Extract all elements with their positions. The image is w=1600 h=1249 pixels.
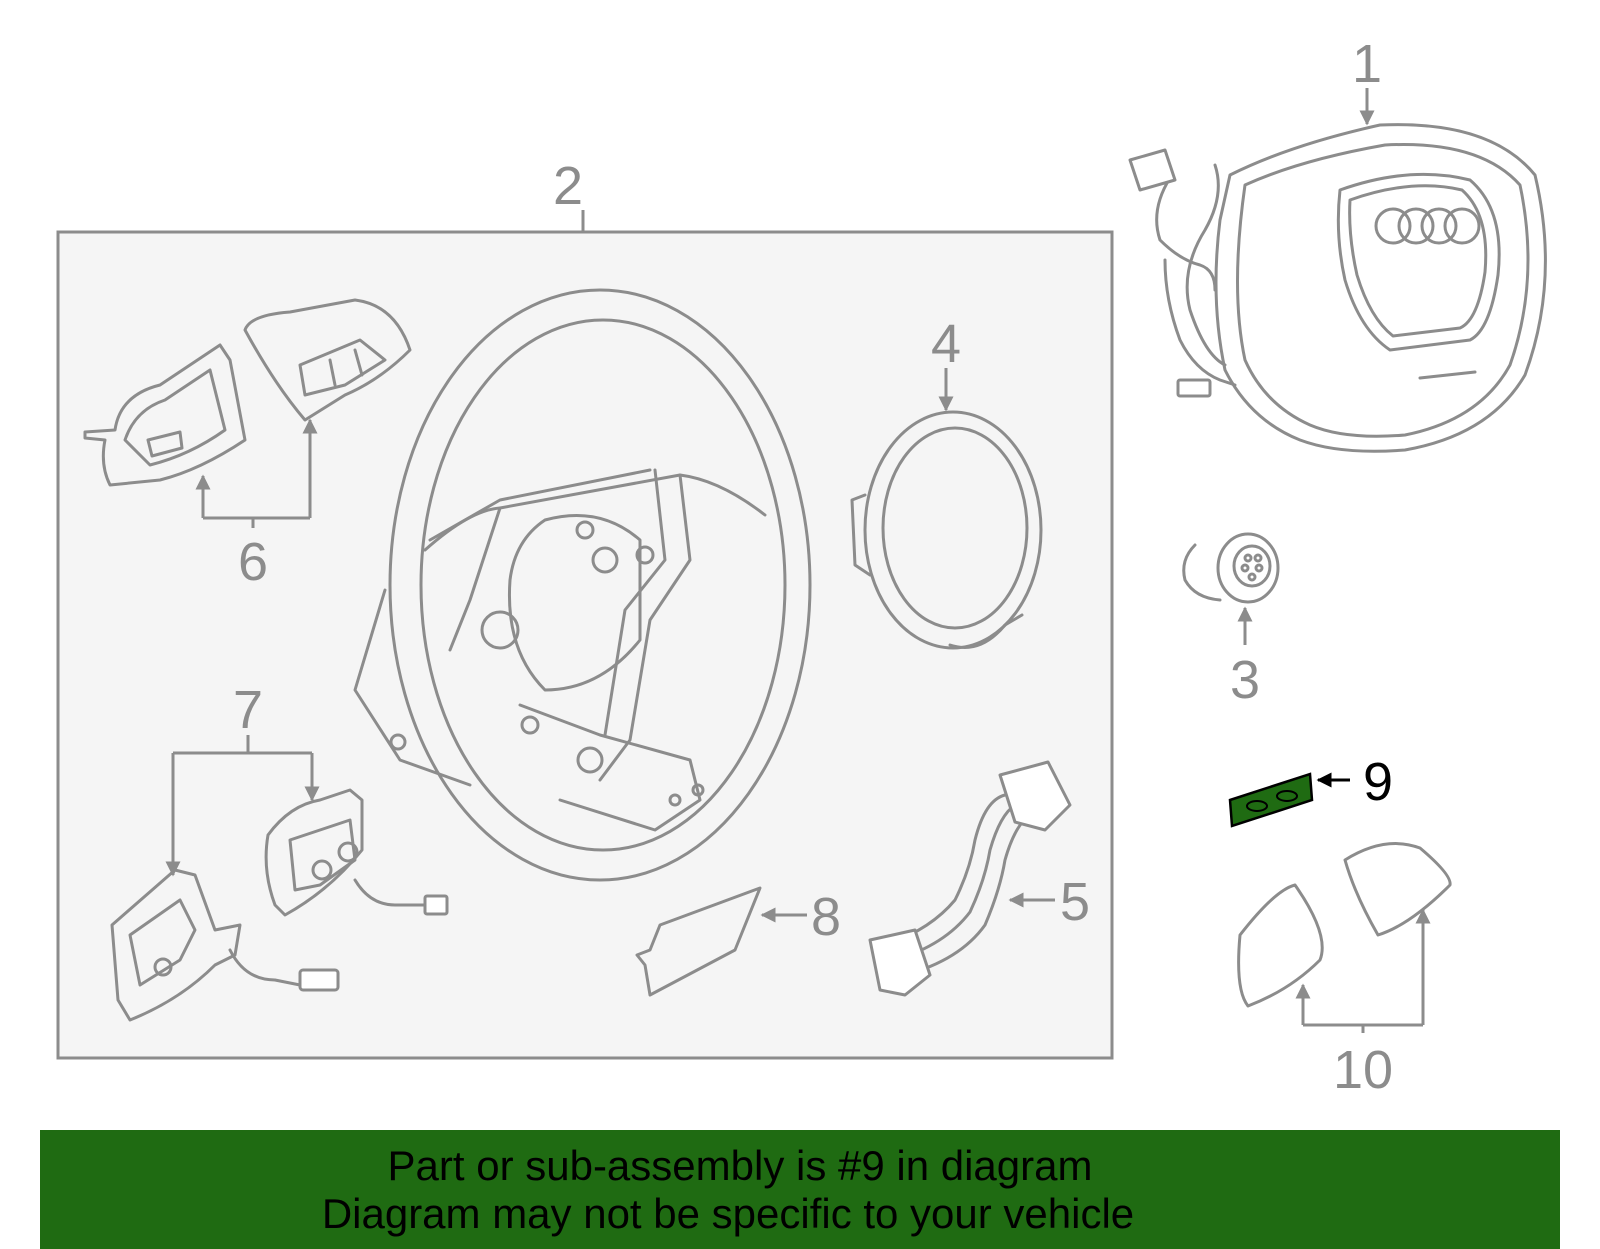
callout-9: 9 bbox=[1363, 752, 1393, 812]
callout-8: 8 bbox=[811, 887, 841, 947]
callout-10: 10 bbox=[1333, 1040, 1393, 1100]
part-9-highlighted bbox=[1228, 772, 1314, 828]
part-7-modules bbox=[110, 788, 449, 1022]
part-5-harness bbox=[868, 760, 1072, 997]
callout-4: 4 bbox=[931, 314, 961, 374]
callout-5: 5 bbox=[1060, 872, 1090, 932]
part-10-caps bbox=[1237, 842, 1452, 1008]
callout-1: 1 bbox=[1352, 34, 1382, 94]
banner-line-1: Part or sub-assembly is #9 in diagram bbox=[388, 1142, 1093, 1189]
part-1-airbag bbox=[1128, 123, 1547, 453]
part-3-connector bbox=[1182, 532, 1280, 604]
info-banner bbox=[40, 1130, 1560, 1249]
callout-6: 6 bbox=[238, 532, 268, 592]
part-6-switches bbox=[83, 298, 412, 487]
banner-line-2: Diagram may not be specific to your vehi… bbox=[322, 1190, 1134, 1237]
callout-7: 7 bbox=[233, 680, 263, 740]
part-8-cover bbox=[635, 886, 762, 997]
part-4-ring bbox=[850, 410, 1043, 650]
callout-3: 3 bbox=[1230, 650, 1260, 710]
callout-2: 2 bbox=[553, 156, 583, 216]
steering-wheel bbox=[353, 288, 812, 882]
